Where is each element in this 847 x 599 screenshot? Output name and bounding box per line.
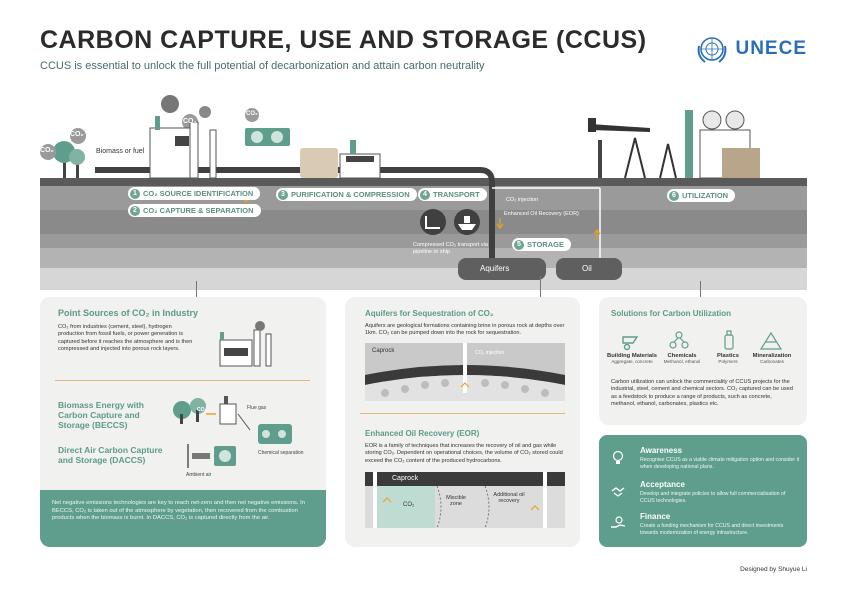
co2-label: CO₂ — [246, 111, 258, 117]
point-sources-text: CO₂ from industries (cement, steel), hyd… — [58, 324, 193, 353]
dac-fan-icon — [187, 444, 236, 468]
brand-name: UNECE — [735, 38, 807, 59]
connector-line — [540, 276, 541, 297]
aquifer-diagram — [365, 343, 565, 401]
finance-hand-icon — [611, 516, 626, 528]
beccs-diagram — [173, 396, 292, 444]
divider — [360, 413, 565, 414]
designer-credit: Designed by Shuyue Li — [740, 566, 807, 573]
unece-logo[interactable]: UNECE — [695, 32, 807, 66]
policy-acceptance-title: Acceptance — [640, 480, 685, 489]
step-number: 5 — [514, 239, 524, 250]
eor-diagram — [365, 472, 565, 528]
caprock-label: Caprock — [372, 348, 395, 354]
co2-label: CO₂ — [183, 118, 197, 125]
step-label: PURIFICATION & COMPRESSION — [291, 190, 410, 199]
co2-injection-label: CO₂ injection — [506, 197, 539, 203]
miscible-zone-label: Miscible zone — [446, 495, 466, 507]
aquifer-reservoir — [458, 258, 546, 280]
step-number: 3 — [278, 189, 288, 200]
oil-pump-icon — [588, 118, 677, 179]
page-subtitle: CCUS is essential to unlock the full pot… — [40, 60, 485, 72]
transport-note: Compressed CO₂ transport via pipeline or… — [413, 242, 488, 255]
daccs-title: Direct Air Carbon Capture and Storage (D… — [58, 445, 163, 465]
air-capture-fan-icon — [245, 128, 290, 146]
aquifers-label: Aquifers — [480, 264, 510, 273]
co2-small-label: CO₂ — [197, 407, 207, 413]
lightbulb-icon — [612, 450, 624, 464]
co2-label: CO₂ — [40, 147, 54, 154]
trees-icon — [53, 141, 85, 178]
factory-icon — [149, 95, 217, 179]
step-label: UTILIZATION — [682, 191, 729, 200]
eor-text: EOR is a family of techniques that incre… — [365, 443, 563, 464]
page-title: CARBON CAPTURE, USE AND STORAGE (CCUS) — [40, 26, 647, 54]
chemical-separation-label: Chemical separation — [258, 450, 304, 456]
policy-finance-text: Create a funding mechanism for CCUS and … — [640, 523, 784, 536]
step-label: STORAGE — [527, 240, 564, 249]
molecule-icon — [669, 331, 689, 349]
step-number: 2 — [130, 205, 140, 216]
step-label: TRANSPORT — [433, 190, 480, 199]
step-number: 4 — [420, 189, 430, 200]
negative-emissions-text: Net negative emissions technologies are … — [52, 500, 305, 522]
connector-line — [196, 281, 197, 297]
utilization-text: Carbon utilization can unlock the commer… — [611, 379, 793, 408]
policy-awareness-title: Awareness — [640, 446, 683, 455]
oil-reservoir — [556, 258, 622, 280]
industry-plant-icon — [219, 321, 272, 367]
beccs-title: Biomass Energy with Carbon Capture and S… — [58, 400, 144, 430]
flue-gas-label: Flue gas — [247, 405, 267, 411]
bottle-icon — [724, 330, 734, 350]
wheelbarrow-icon — [622, 336, 639, 351]
step-number: 1 — [130, 188, 140, 199]
refinery-icon — [685, 110, 760, 179]
policy-awareness-text: Recognise CCUS as a viable climate mitig… — [640, 457, 800, 470]
mountain-icon — [759, 331, 783, 350]
eor-title: Enhanced Oil Recovery (EOR) — [365, 429, 480, 438]
co2-label: CO₂ — [70, 131, 84, 138]
step-label: CO₂ SOURCE IDENTIFICATION — [143, 189, 254, 198]
utilization-icons — [622, 330, 783, 351]
purification-plant-icon — [300, 140, 381, 179]
biomass-label: Biomass or fuel — [96, 148, 145, 155]
point-sources-title: Point Sources of CO₂ in Industry — [58, 308, 199, 318]
aquifer-co2-injection-label: CO₂ injection — [475, 350, 505, 356]
negative-emissions-footer — [40, 490, 326, 547]
policy-acceptance-text: Develop and integrate policies to allow … — [640, 491, 786, 504]
handshake-icon — [611, 487, 625, 497]
eor-co2-label: CO₂ — [403, 502, 415, 508]
eor-label: Enhanced Oil Recovery (EOR) — [504, 211, 579, 217]
policy-finance-title: Finance — [640, 512, 671, 521]
eor-caprock-label: Caprock — [392, 475, 419, 482]
aquifers-title: Aquifers for Sequestration of CO₂ — [365, 309, 494, 318]
aquifers-text: Aquifers are geological formations conta… — [365, 323, 565, 337]
divider — [55, 380, 310, 381]
ambient-air-label: Ambient air — [186, 472, 212, 478]
step-label: CO₂ CAPTURE & SEPARATION — [143, 206, 254, 215]
additional-oil-label: Additional oil recovery — [493, 492, 525, 504]
pipeline-icon — [420, 209, 446, 235]
oil-label: Oil — [582, 264, 592, 273]
policy-panel — [599, 435, 807, 547]
step-number: 6 — [669, 190, 679, 201]
connector-line — [700, 281, 701, 297]
un-emblem-icon — [698, 37, 727, 63]
right-panel — [599, 297, 807, 425]
utilization-title: Solutions for Carbon Utilization — [611, 309, 731, 318]
